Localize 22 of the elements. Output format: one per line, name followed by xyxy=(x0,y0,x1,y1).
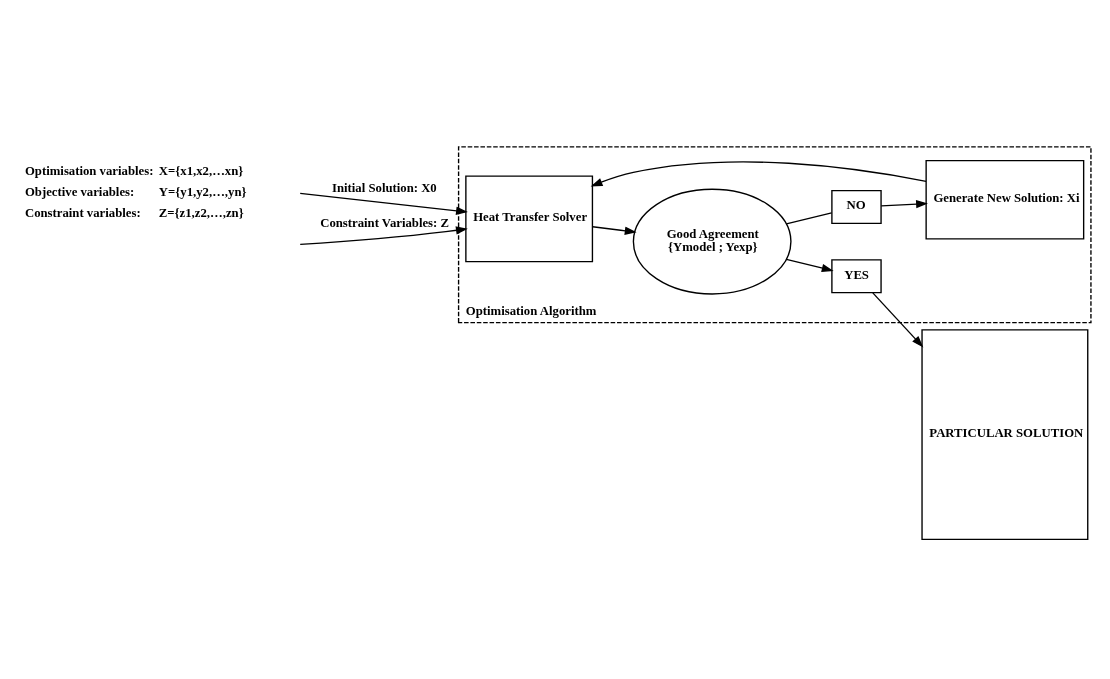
arrow xyxy=(299,226,468,246)
label: Y={y1,y2,…,yn} xyxy=(158,185,247,200)
label: Objective variables: xyxy=(24,185,135,200)
node-box: YES xyxy=(831,259,882,294)
arrow xyxy=(880,199,928,209)
node-box: Generate New Solution: Xi xyxy=(925,159,1085,240)
node-box: NO xyxy=(831,189,882,225)
node-box: PARTICULAR SOLUTION xyxy=(921,329,1089,541)
arrow xyxy=(590,161,927,187)
label: Z={z1,z2,…,zn} xyxy=(158,206,244,221)
node-box: Heat Transfer Solver xyxy=(465,175,594,263)
edge-label: Constraint Variables: Z xyxy=(320,216,449,231)
arrow xyxy=(872,292,924,348)
arrow xyxy=(592,226,637,235)
node-ellipse: Good Agreement {Ymodel ; Yexp} xyxy=(632,188,792,295)
arrow xyxy=(785,258,834,273)
connector xyxy=(785,212,833,225)
label: Constraint variables: xyxy=(24,206,141,221)
arrow xyxy=(299,192,468,215)
label: Optimisation variables: xyxy=(24,164,154,179)
edge-label: Initial Solution: X0 xyxy=(332,180,437,195)
label: X={x1,x2,…xn} xyxy=(158,164,244,179)
